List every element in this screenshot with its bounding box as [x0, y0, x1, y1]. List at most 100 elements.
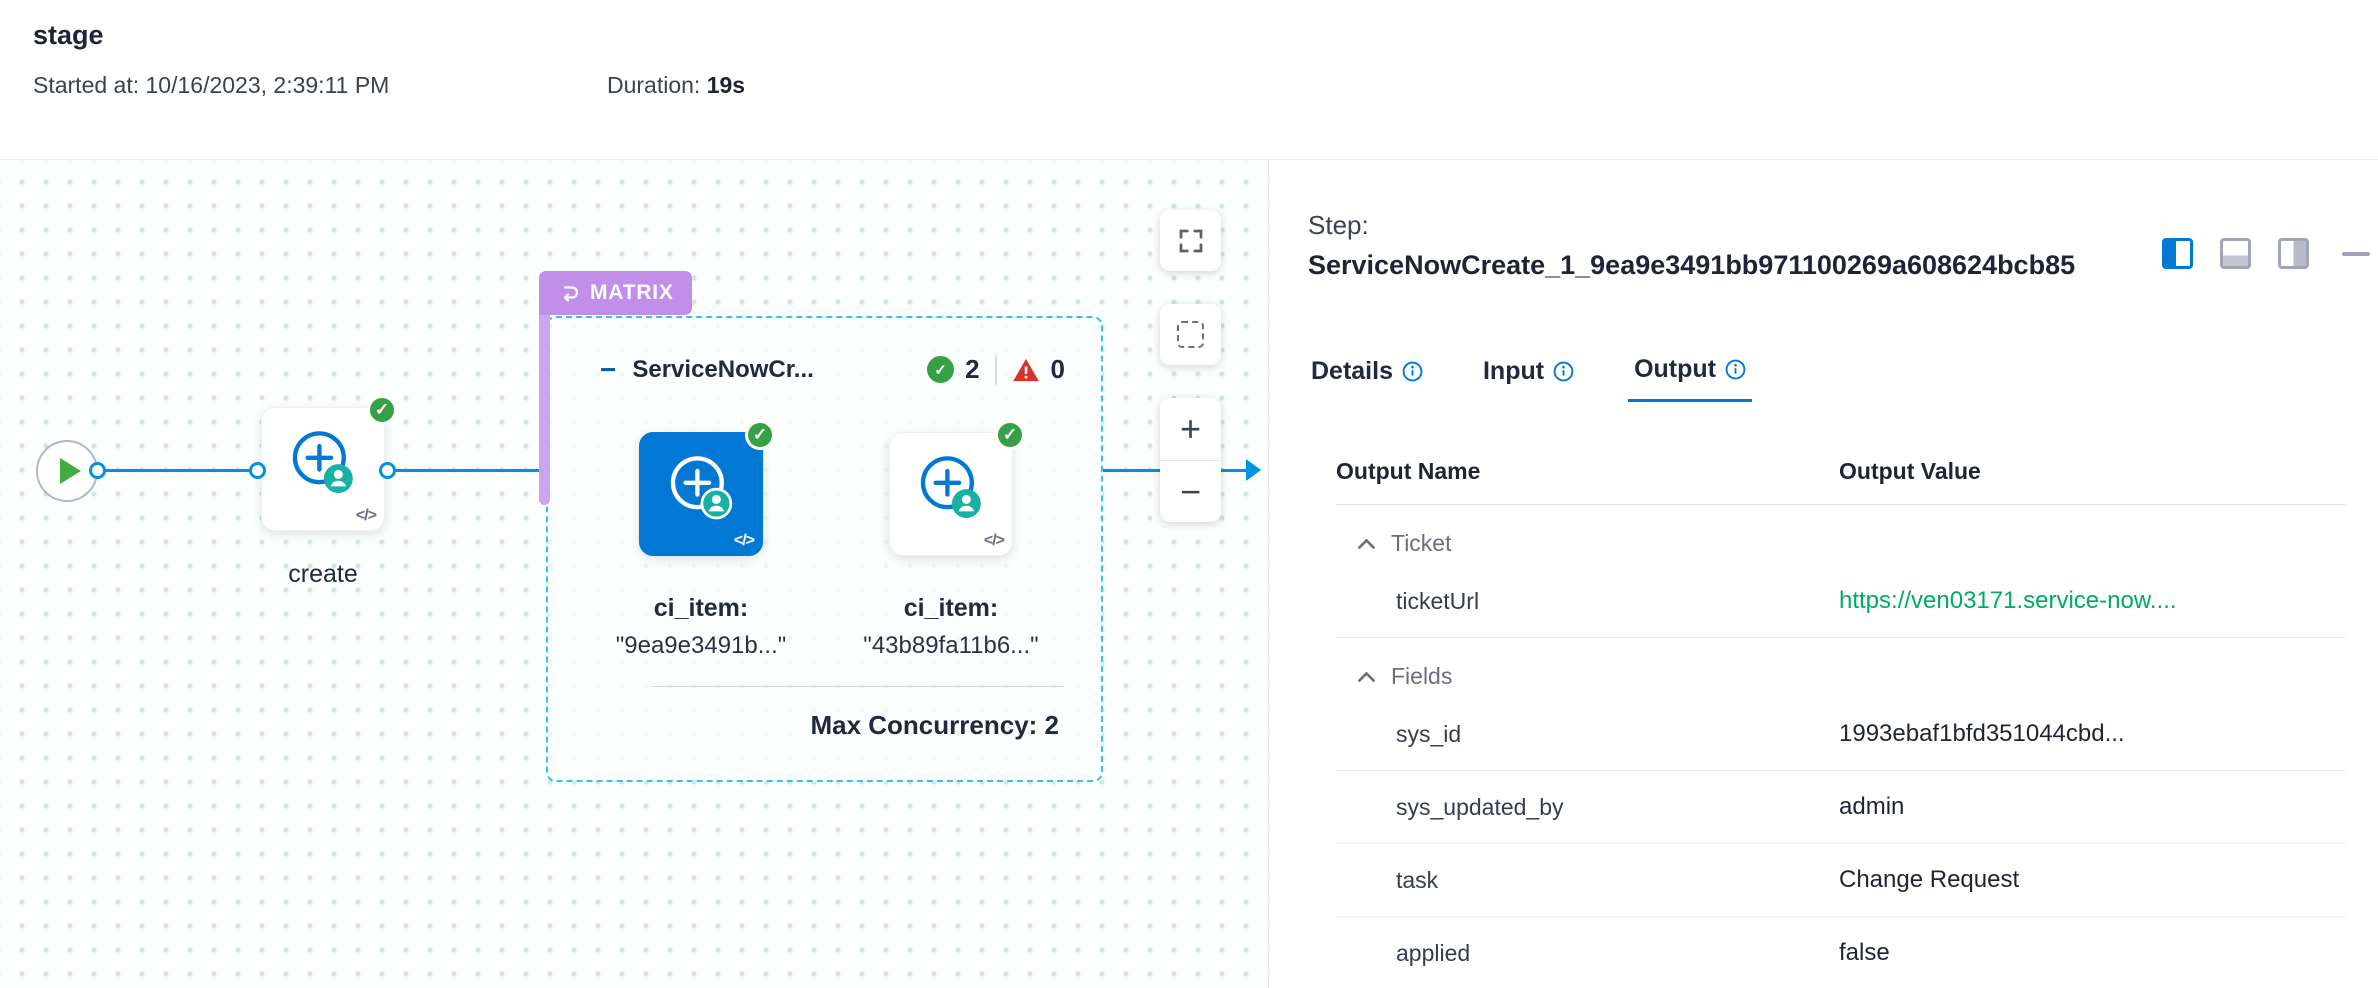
matrix-loop-icon [563, 286, 579, 302]
layout-bottom-icon[interactable] [2220, 238, 2251, 269]
output-table: Output Name Output Value Ticket ticketUr… [1336, 448, 2346, 988]
tab-input-label: Input [1482, 356, 1545, 385]
table-row: sys_updated_by admin [1336, 771, 2346, 844]
ticket-url-link[interactable]: https://ven03171.service-now.... [1839, 587, 2177, 614]
zoom-in-button[interactable]: + [1179, 408, 1202, 449]
matrix-divider [652, 686, 1064, 687]
success-count: 2 [965, 354, 980, 384]
layout-split-left-icon[interactable] [2162, 238, 2193, 269]
servicenow-create-icon [920, 456, 981, 519]
group-label: Ticket [1391, 530, 1452, 556]
tab-input[interactable]: Input [1477, 355, 1580, 402]
output-value: Change Request [1839, 866, 2020, 893]
table-row: ticketUrl https://ven03171.service-now..… [1336, 565, 2346, 638]
chevron-up-icon [1358, 671, 1375, 682]
matrix-node-2-label: ci_item: "43b89fa11b6..." [836, 594, 1066, 660]
edge-arrow-icon [1246, 459, 1261, 481]
step-label: Step: [1308, 210, 1369, 240]
tab-output[interactable]: Output [1628, 355, 1752, 402]
create-node-label: create [288, 560, 358, 588]
layout-split-right-icon[interactable] [2278, 238, 2309, 269]
duration-value: 19s [706, 72, 746, 98]
panel-minimize-icon[interactable] [2342, 251, 2370, 256]
output-name: ticketUrl [1396, 587, 1480, 614]
count-divider [994, 354, 997, 385]
info-icon [1725, 359, 1746, 380]
step-name: ServiceNowCreate_1_9ea9e3491bb971100269a… [1308, 250, 2076, 280]
matrix-node-key: ci_item: [653, 594, 749, 622]
matrix-status-counts: 2 0 [927, 354, 1065, 385]
info-icon [1402, 361, 1423, 381]
started-at: Started at: 10/16/2023, 2:39:11 PM [33, 72, 389, 99]
matrix-node-value: "9ea9e3491b..." [615, 632, 787, 659]
matrix-header: ServiceNowCr... 2 0 [600, 354, 1065, 385]
matrix-collapse-button[interactable] [600, 356, 616, 384]
max-concurrency: Max Concurrency: 2 [810, 710, 1059, 740]
matrix-title: ServiceNowCr... [632, 355, 814, 383]
code-icon [356, 507, 376, 525]
port-dot [379, 462, 396, 479]
zoom-out-button[interactable]: − [1160, 460, 1221, 522]
matrix-step-node-2[interactable] [889, 420, 1025, 556]
tab-details[interactable]: Details [1305, 355, 1429, 402]
success-check-icon [367, 395, 397, 425]
output-name: task [1396, 866, 1439, 893]
matrix-strategy-container: MATRIX ServiceNowCr... 2 0 [539, 271, 1103, 782]
matrix-node-1-label: ci_item: "9ea9e3491b..." [586, 594, 816, 660]
info-icon [1553, 361, 1574, 381]
warning-icon [1012, 358, 1039, 381]
tab-details-label: Details [1311, 356, 1393, 385]
group-row-ticket[interactable]: Ticket [1336, 505, 2346, 565]
panel-tabs: Details Input Output [1305, 355, 1752, 402]
chevron-up-icon [1358, 538, 1375, 549]
output-table-header: Output Name Output Value [1336, 448, 2346, 505]
matrix-step-node-1[interactable] [639, 420, 775, 556]
expand-icon [1179, 229, 1202, 252]
output-value: 1993ebaf1bfd351044cbd... [1839, 720, 2125, 747]
fail-count: 0 [1050, 354, 1065, 384]
code-icon [734, 532, 754, 550]
output-value: false [1839, 939, 1890, 966]
output-value: admin [1839, 793, 1905, 820]
canvas-fullscreen-button[interactable] [1160, 210, 1221, 271]
marquee-select-icon [1177, 321, 1204, 348]
success-check-icon [927, 356, 955, 383]
success-check-icon [995, 420, 1025, 450]
edge-create-matrix [391, 469, 548, 472]
matrix-node-key: ci_item: [903, 594, 999, 622]
stage-header: stage Started at: 10/16/2023, 2:39:11 PM… [0, 0, 2378, 160]
table-row: task Change Request [1336, 844, 2346, 917]
play-icon [60, 458, 81, 484]
matrix-badge-label: MATRIX [590, 281, 674, 304]
canvas-zoom-controls: + − [1160, 398, 1221, 522]
edge-start-create [97, 469, 257, 472]
canvas-select-button[interactable] [1160, 304, 1221, 365]
output-name: sys_id [1396, 720, 1462, 747]
output-name: sys_updated_by [1396, 793, 1564, 820]
group-row-fields[interactable]: Fields [1336, 638, 2346, 698]
table-row: sys_id 1993ebaf1bfd351044cbd... [1336, 698, 2346, 771]
group-label: Fields [1391, 663, 1453, 689]
step-node-create[interactable] [261, 395, 397, 531]
matrix-badge: MATRIX [539, 271, 692, 315]
success-check-icon [745, 420, 775, 450]
pipeline-canvas[interactable]: create MATRIX ServiceNowCr... 2 [0, 160, 1268, 988]
output-name: applied [1396, 939, 1471, 966]
pipeline-start-node[interactable] [36, 440, 98, 502]
started-at-value: 10/16/2023, 2:39:11 PM [145, 72, 390, 98]
code-icon [984, 532, 1004, 550]
port-dot [89, 462, 106, 479]
column-output-value: Output Value [1839, 458, 1981, 484]
duration-label: Duration: [607, 72, 701, 98]
matrix-accent-bar [539, 313, 550, 505]
servicenow-create-icon [670, 456, 733, 520]
step-details-panel: Step: ServiceNowCreate_1_9ea9e3491bb9711… [1268, 160, 2378, 988]
stage-title: stage [33, 20, 104, 50]
started-at-label: Started at: [33, 72, 140, 98]
servicenow-create-icon [292, 431, 353, 494]
matrix-node-value: "43b89fa11b6..." [863, 632, 1039, 659]
port-dot [249, 462, 266, 479]
table-row: applied false [1336, 917, 2346, 988]
tab-output-label: Output [1634, 355, 1716, 383]
